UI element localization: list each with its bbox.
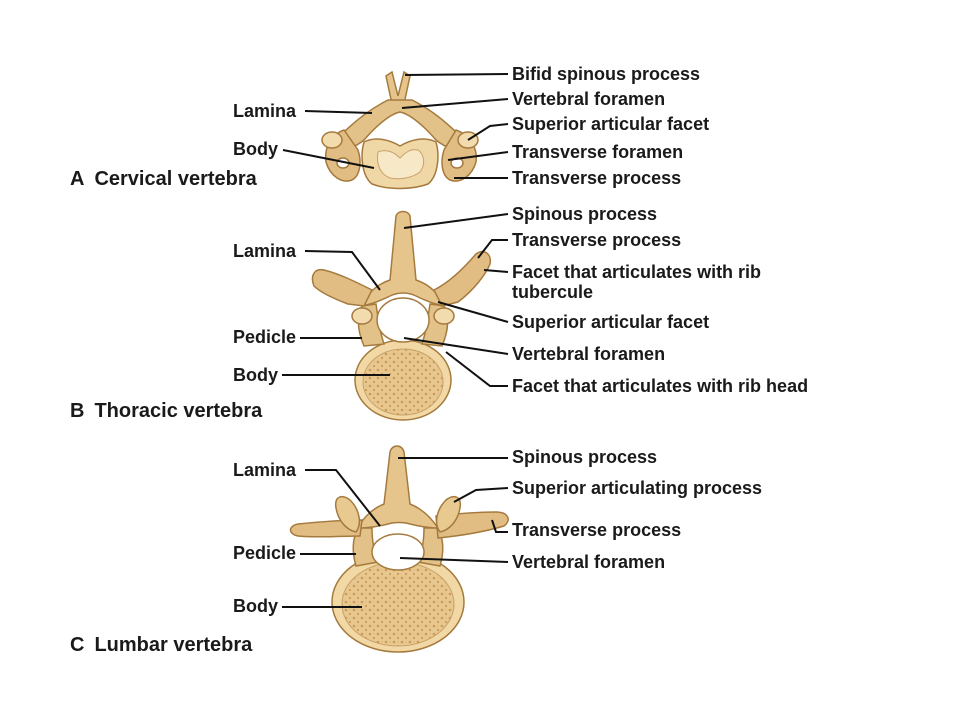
label-c-vertebral-foramen: Vertebral foramen	[512, 552, 666, 572]
leader-c-lamina	[305, 469, 381, 527]
caption-b-title: Thoracic vertebra	[94, 400, 263, 422]
label-c-superior-articulating-process: Superior articulating process	[512, 478, 763, 498]
label-a-lamina: Lamina	[233, 101, 297, 121]
label-c-transverse-process: Transverse process	[512, 520, 682, 540]
label-c-body: Body	[233, 596, 278, 616]
thoracic-vertebra-drawing	[311, 210, 492, 421]
caption-c-title: Lumbar vertebra	[94, 634, 253, 656]
leader-b-vertebral-foramen	[403, 337, 509, 355]
leader-a-body	[282, 149, 375, 169]
label-c-pedicle: Pedicle	[233, 543, 297, 563]
leader-b-spinous-process	[403, 213, 509, 229]
label-b-rib-tubercule-facet: Facet that articulates with rib tubercul…	[512, 262, 762, 302]
label-a-transverse-foramen: Transverse foramen	[512, 142, 684, 162]
caption-b-letter: B	[70, 400, 85, 422]
leader-a-vertebral-foramen	[401, 98, 509, 109]
lumbar-vertebra-drawing	[289, 445, 509, 653]
caption-b: B Thoracic vertebra	[70, 400, 262, 422]
caption-a-title: Cervical vertebra	[94, 168, 257, 190]
label-b-rib-head-facet: Facet that articulates with rib head	[512, 376, 809, 396]
leader-a-transverse-foramen	[447, 151, 509, 161]
caption-a-letter: A	[70, 168, 85, 190]
leader-c-superior-articulating-process	[453, 487, 509, 503]
caption-c: C Lumbar vertebra	[70, 634, 252, 656]
label-b-body: Body	[233, 365, 278, 385]
label-a-vertebral-foramen: Vertebral foramen	[512, 89, 666, 109]
label-c-spinous-process: Spinous process	[512, 447, 658, 467]
leader-c-transverse-process	[491, 519, 508, 533]
leader-b-transverse-process	[477, 239, 508, 259]
label-a-superior-articular-facet: Superior articular facet	[512, 114, 710, 134]
caption-c-letter: C	[70, 634, 85, 656]
label-b-lamina: Lamina	[233, 241, 297, 261]
label-a-bifid-spinous-process: Bifid spinous process	[512, 64, 701, 84]
leader-b-superior-articular-facet	[437, 301, 509, 323]
label-b-vertebral-foramen: Vertebral foramen	[512, 344, 666, 364]
label-b-pedicle: Pedicle	[233, 327, 297, 347]
label-b-spinous-process: Spinous process	[512, 204, 658, 224]
label-a-transverse-process: Transverse process	[512, 168, 682, 188]
label-a-body: Body	[233, 139, 278, 159]
leader-lines	[282, 73, 509, 608]
label-b-transverse-process: Transverse process	[512, 230, 682, 250]
leader-a-lamina	[304, 110, 373, 114]
cervical-vertebra-drawing	[321, 70, 479, 190]
leader-a-superior-articular-facet	[467, 123, 509, 141]
leader-c-vertebral-foramen	[399, 557, 509, 563]
label-b-superior-articular-facet: Superior articular facet	[512, 312, 710, 332]
caption-a: A Cervical vertebra	[70, 168, 257, 190]
leader-b-rib-tubercule-facet	[483, 269, 509, 273]
leader-a-bifid-spinous	[404, 73, 509, 76]
leader-b-lamina	[304, 250, 381, 291]
label-c-lamina: Lamina	[233, 460, 297, 480]
leader-b-rib-head-facet	[445, 351, 508, 387]
